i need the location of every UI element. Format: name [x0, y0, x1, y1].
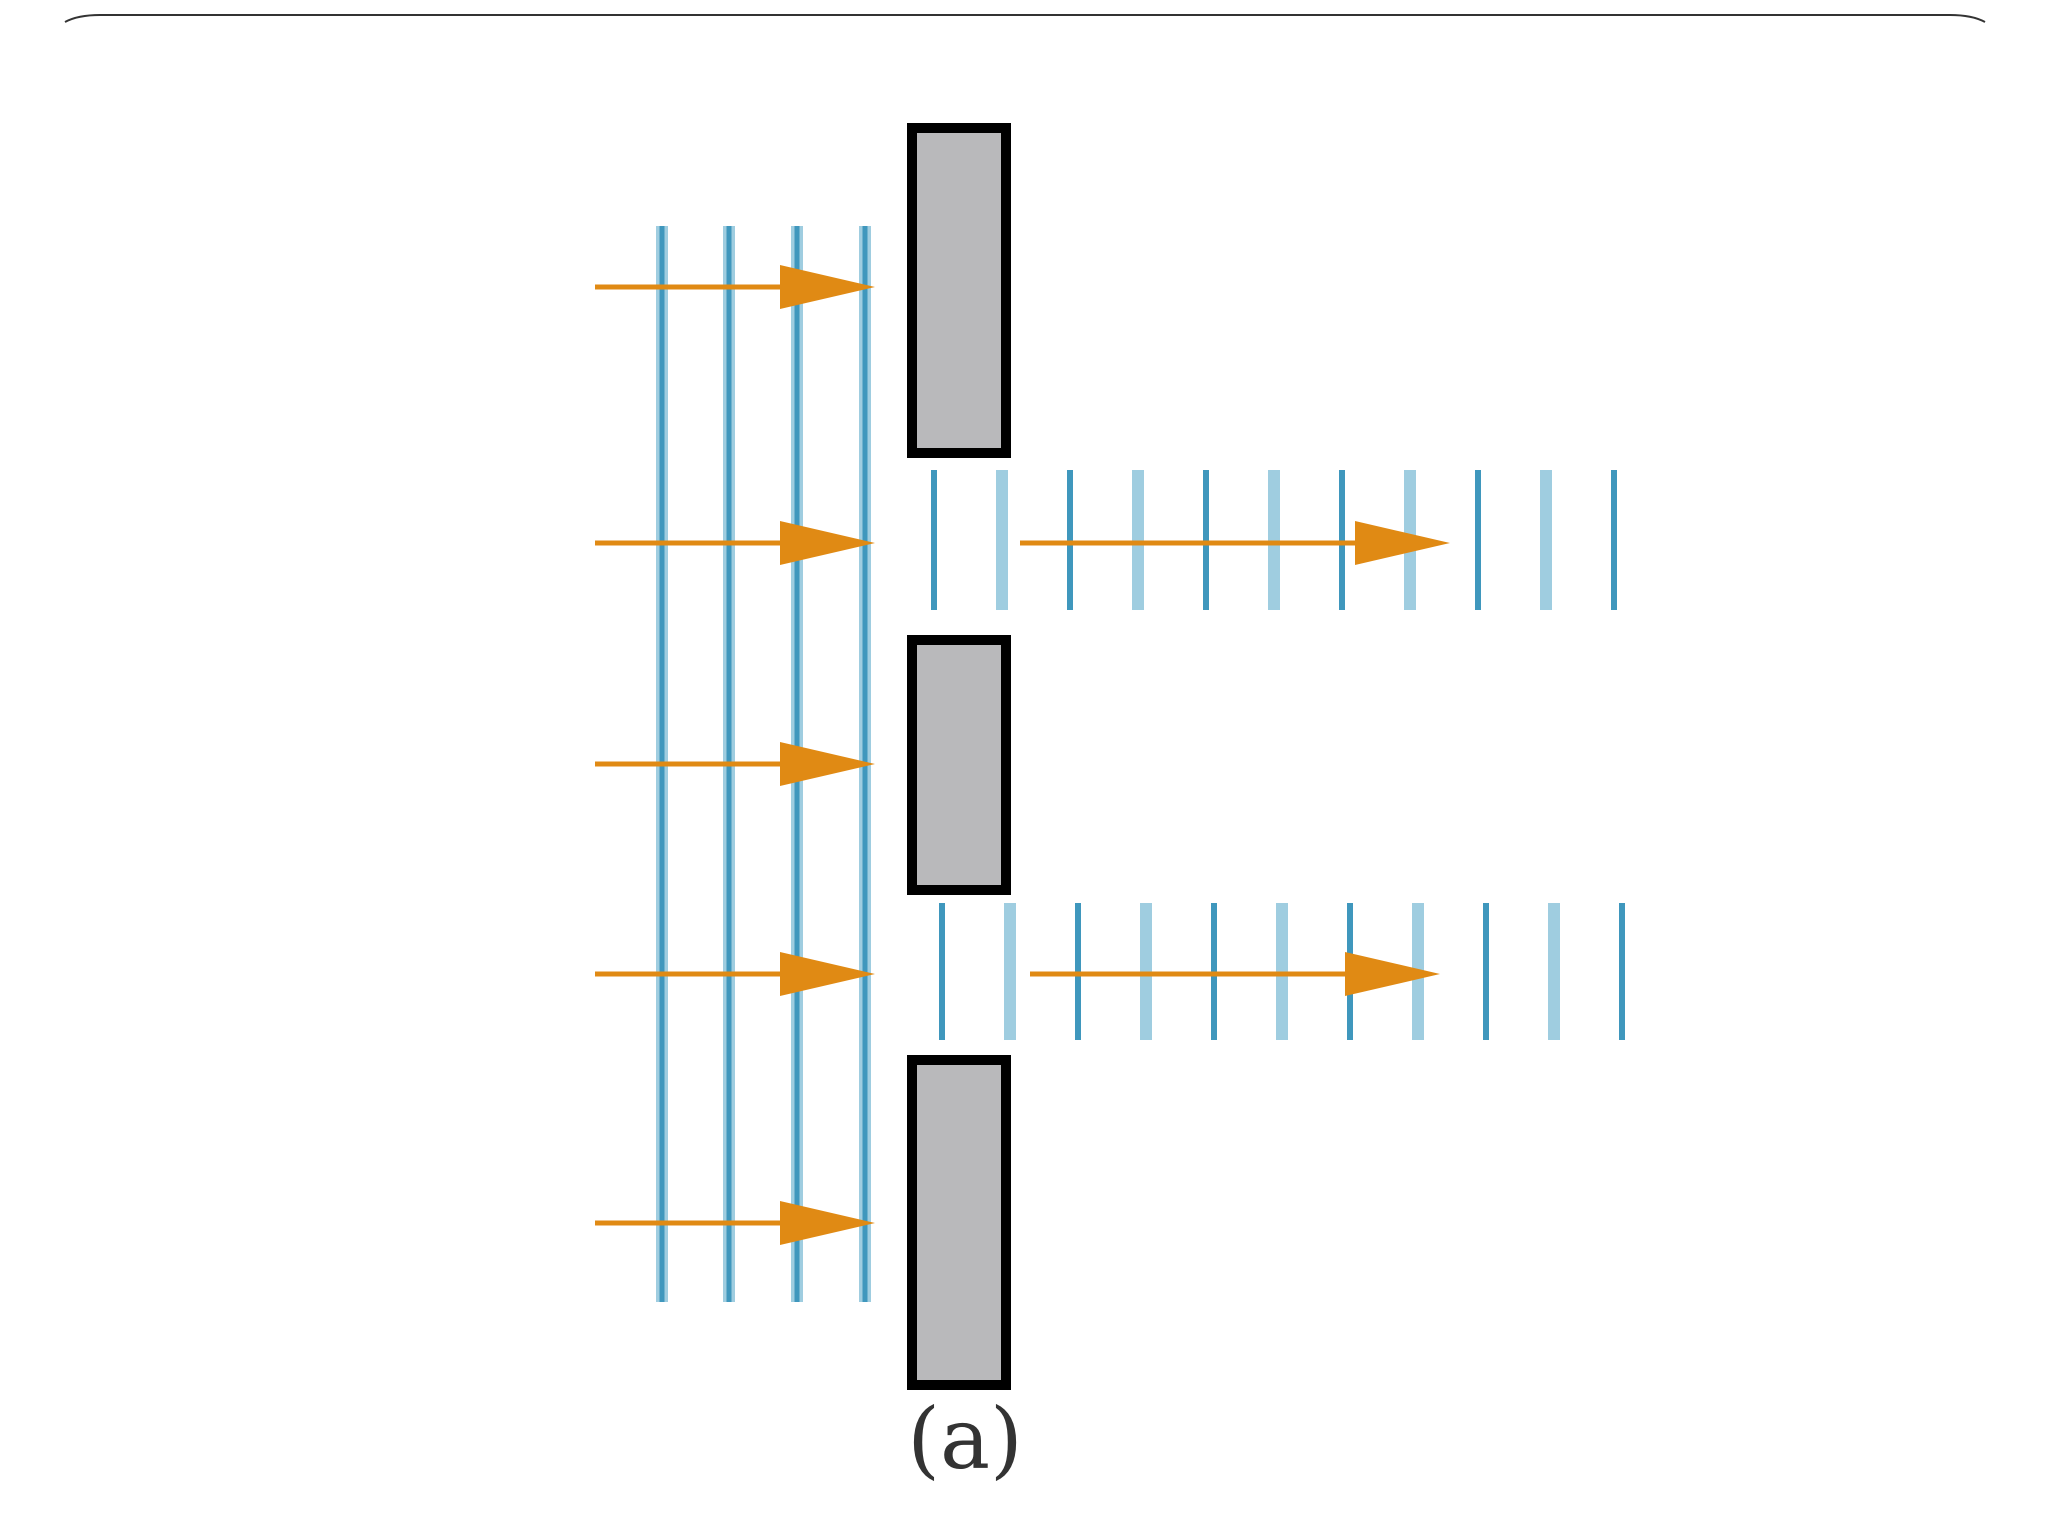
arrow-right-icon — [595, 265, 875, 309]
ray-head — [780, 265, 875, 309]
frame-top-border — [64, 14, 1986, 23]
transmitted-rays — [1020, 521, 1450, 996]
barrier-block — [907, 123, 1011, 458]
arrow-right-icon — [595, 521, 875, 565]
frame-line — [64, 14, 1986, 23]
barrier-block — [907, 635, 1011, 895]
barrier-wall — [907, 123, 1011, 1390]
arrow-right-icon — [595, 1201, 875, 1245]
ray-head — [780, 1201, 875, 1245]
ray-head — [780, 742, 875, 786]
incident-rays — [595, 265, 875, 1245]
arrow-right-icon — [595, 742, 875, 786]
ray-head — [780, 952, 875, 996]
arrow-right-icon — [595, 952, 875, 996]
figure-caption: (a) — [907, 1390, 1023, 1488]
arrow-right-icon — [1030, 952, 1440, 996]
ray-head — [1355, 521, 1450, 565]
ray-head — [1345, 952, 1440, 996]
barrier-block — [907, 1055, 1011, 1390]
arrow-right-icon — [1020, 521, 1450, 565]
ray-head — [780, 521, 875, 565]
transmitted-wavefronts — [931, 470, 1625, 1040]
